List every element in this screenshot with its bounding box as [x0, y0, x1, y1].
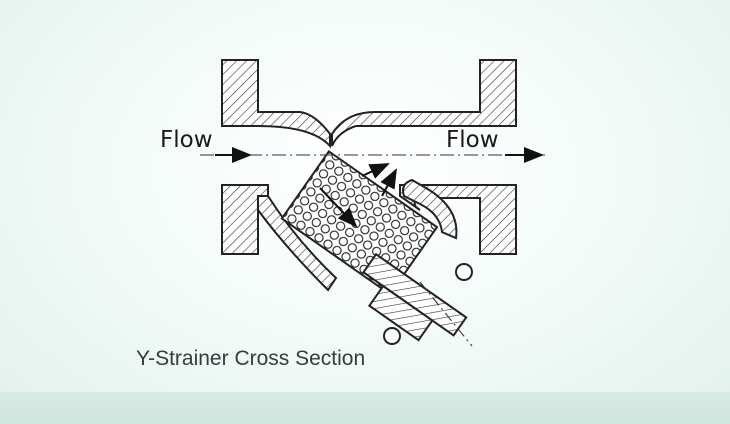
exit-flow-arrow — [361, 163, 390, 179]
bolt-right — [455, 263, 473, 281]
bottom-band — [0, 392, 730, 424]
flow-out-label: Flow — [446, 127, 499, 153]
cap-plug — [367, 284, 434, 342]
outlet-flange-top — [331, 59, 517, 147]
strainer-screen-group — [280, 149, 439, 296]
body-right-wall — [402, 178, 458, 240]
flow-in-label: Flow — [160, 127, 213, 153]
bolt-bottom — [383, 327, 401, 345]
diagram-caption: Y-Strainer Cross Section — [136, 347, 365, 370]
upward-flow-arrow — [380, 168, 397, 197]
screen-axis-line — [419, 281, 473, 347]
outlet-flange-bottom — [399, 184, 517, 255]
inlet-flange-top — [221, 59, 331, 149]
drain-cap-group — [362, 252, 468, 342]
screen-flow-arrow — [319, 187, 358, 228]
strainer-screen — [280, 149, 439, 296]
